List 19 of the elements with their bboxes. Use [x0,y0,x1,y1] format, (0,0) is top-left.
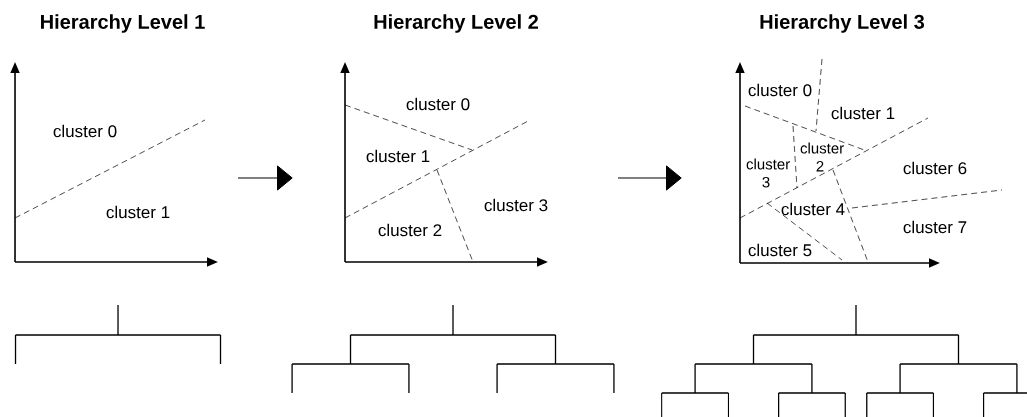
cluster-label: cluster 2 [800,142,844,172]
cluster-label: cluster 7 [903,220,967,234]
panel-title: Hierarchy Level 3 [760,14,925,33]
cluster-label: cluster 2 [378,223,442,237]
cluster-label: cluster 1 [366,149,430,163]
cluster-label: cluster 3 [746,158,790,188]
panel-title: Hierarchy Level 2 [374,14,538,33]
cluster-label: cluster 1 [831,106,895,120]
cluster-label: cluster 6 [903,161,967,175]
cluster-label: cluster 4 [781,202,845,216]
cluster-label: cluster 0 [53,124,117,138]
cluster-label: cluster 3 [484,198,548,212]
cluster-label: cluster 0 [406,97,470,111]
block-arrow [237,165,293,191]
block-arrow [617,165,682,191]
cluster-label: cluster 1 [106,205,170,219]
panel-title: Hierarchy Level 1 [41,14,205,33]
cluster-label: cluster 5 [748,243,812,257]
cluster-label: cluster 0 [748,83,812,97]
